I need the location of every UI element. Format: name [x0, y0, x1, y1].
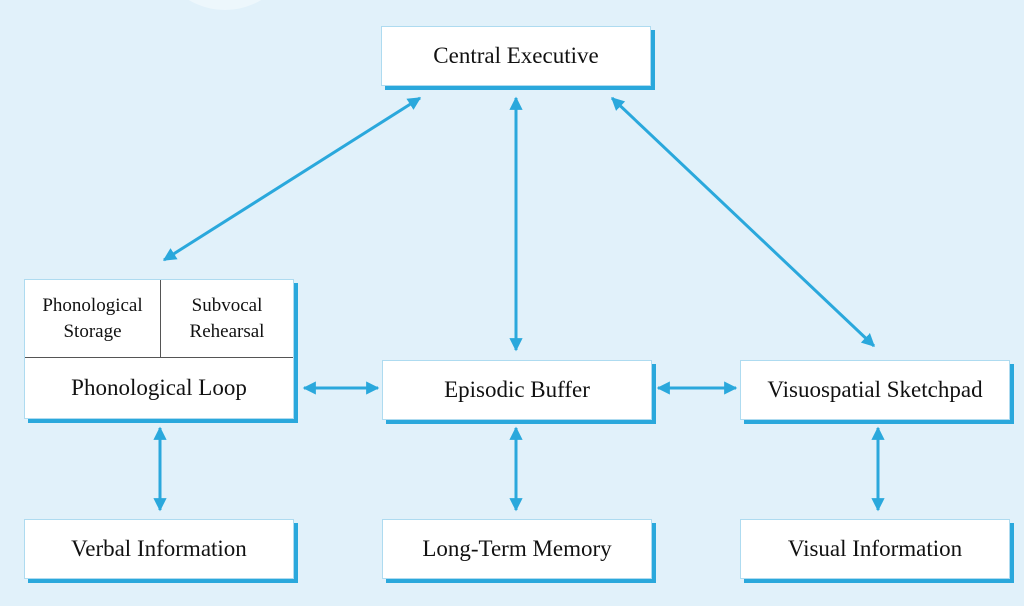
long-term-memory-box: Long-Term Memory — [382, 519, 652, 579]
central-executive-box: Central Executive — [381, 26, 651, 86]
background-blob — [150, 0, 300, 10]
phonological-loop-box: Phonological Storage Subvocal Rehearsal … — [24, 279, 294, 419]
phonological-loop-cell: Phonological Loop — [25, 358, 293, 418]
arrow-central-to-visuospatial — [610, 96, 876, 348]
phonological-storage-label: Phonological Storage — [42, 294, 143, 342]
visuospatial-sketchpad-label: Visuospatial Sketchpad — [767, 377, 983, 402]
subvocal-rehearsal-cell: Subvocal Rehearsal — [161, 280, 293, 358]
verbal-information-label: Verbal Information — [71, 536, 247, 561]
long-term-memory-label: Long-Term Memory — [422, 536, 612, 561]
verbal-information-box: Verbal Information — [24, 519, 294, 579]
episodic-buffer-label: Episodic Buffer — [444, 377, 590, 402]
subvocal-rehearsal-label: Subvocal Rehearsal — [189, 294, 265, 342]
arrow-central-to-phonological — [162, 96, 422, 262]
central-executive-label: Central Executive — [433, 43, 599, 68]
phonological-loop-label: Phonological Loop — [71, 375, 247, 401]
phonological-storage-cell: Phonological Storage — [25, 280, 161, 358]
visual-information-box: Visual Information — [740, 519, 1010, 579]
visuospatial-sketchpad-box: Visuospatial Sketchpad — [740, 360, 1010, 420]
episodic-buffer-box: Episodic Buffer — [382, 360, 652, 420]
visual-information-label: Visual Information — [787, 536, 963, 561]
